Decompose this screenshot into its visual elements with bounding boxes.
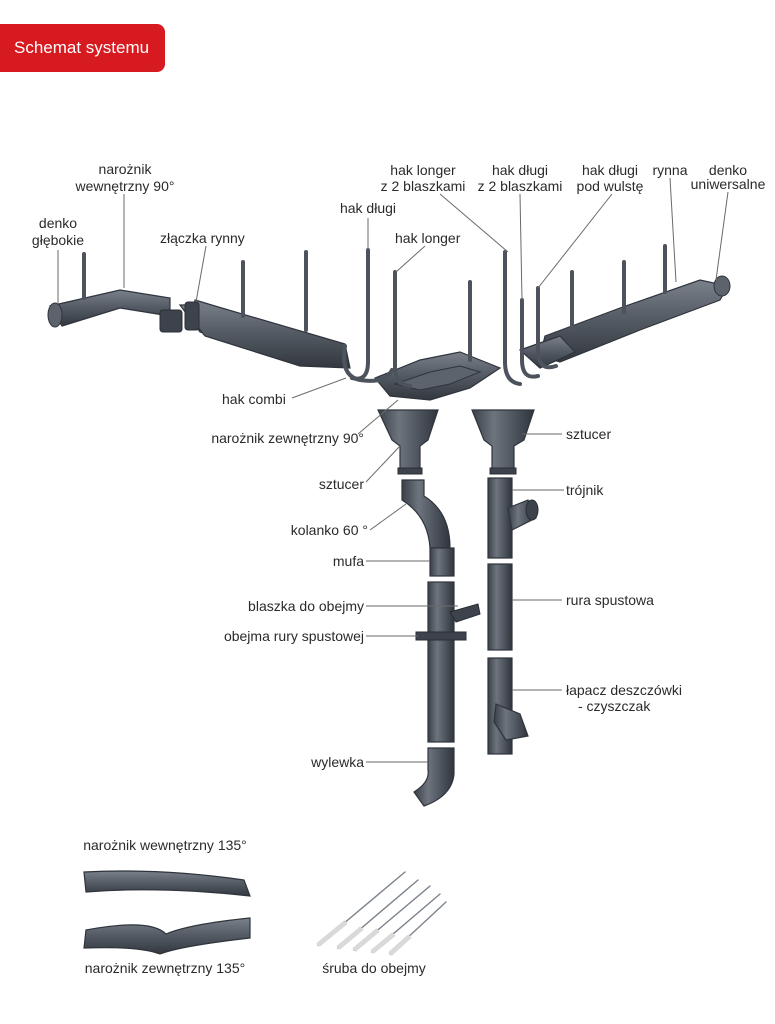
label-hak-dlugi: hak długi: [340, 200, 396, 216]
label-naroznik-wew-90-l1: narożnik: [99, 161, 153, 177]
gutter-assembly: [47, 244, 731, 401]
left-gutter: [49, 289, 171, 327]
label-denko-gl-l1: denko: [39, 215, 77, 231]
outer-corner-135: [83, 917, 251, 955]
left-gutter-main: [191, 299, 351, 369]
label-naroznik-zew-135: narożnik zewnętrzny 135°: [85, 960, 245, 976]
gutter-connector-clip: [184, 301, 200, 331]
label-naroznik-zew-90: narożnik zewnętrzny 90°: [211, 430, 364, 446]
label-sruba: śruba do obejmy: [322, 960, 426, 976]
outlet-right: [471, 409, 535, 471]
outlet-left: [377, 409, 439, 471]
label-wylewka: wylewka: [310, 754, 364, 770]
spout: [413, 747, 455, 807]
deep-end-cap: [47, 302, 63, 328]
label-hak-dlugi-2-l1: hak długi: [492, 162, 548, 178]
socket: [429, 547, 455, 577]
labels: narożnik wewnętrzny 90° denko głębokie z…: [32, 161, 766, 976]
clamp-plate: [449, 603, 481, 623]
right-gutter-front: [518, 335, 577, 369]
label-sztucer-right: sztucer: [566, 426, 611, 442]
downpipe-right: [471, 409, 539, 755]
label-rynna: rynna: [652, 162, 687, 178]
label-hak-combi: hak combi: [222, 391, 286, 407]
downpipe-left: [377, 409, 481, 807]
label-denko-uni-l1: denko: [709, 162, 747, 178]
label-trojnik: trójnik: [566, 482, 604, 498]
label-hak-longer-2-l1: hak longer: [390, 162, 456, 178]
header-title: Schemat systemu: [14, 38, 150, 57]
hooks: [82, 244, 667, 388]
collector-lid: [493, 703, 529, 741]
header-badge: Schemat systemu: [0, 24, 165, 72]
label-obejma: obejma rury spustowej: [224, 628, 364, 644]
outer-corner-inner: [393, 365, 482, 391]
label-sztucer-left: sztucer: [319, 476, 364, 492]
downpipe: [487, 563, 513, 651]
label-hak-longer-2-l2: z 2 blaszkami: [381, 178, 466, 194]
label-hak-dlugi-wul-l2: pod wulstę: [577, 178, 644, 194]
label-hak-longer: hak longer: [395, 230, 461, 246]
label-blaszka: blaszka do obejmy: [248, 598, 364, 614]
label-rura: rura spustowa: [566, 592, 654, 608]
corner-135-pieces: [83, 870, 251, 955]
label-denko-uni-l2: uniwersalne: [691, 176, 766, 192]
universal-end-cap: [713, 275, 731, 297]
leader-lines: [57, 177, 729, 763]
downpipe-main: [427, 581, 455, 743]
label-lapacz-l1: łapacz deszczówki: [566, 682, 682, 698]
pipe-clamp: [415, 631, 467, 641]
inner-corner-135: [83, 870, 251, 897]
label-naroznik-wew-135: narożnik wewnętrzny 135°: [83, 837, 247, 853]
elbow-60: [401, 479, 451, 549]
gutter-connector: [159, 309, 183, 333]
label-naroznik-wew-90-l2: wewnętrzny 90°: [75, 178, 175, 194]
clamp-screws: [316, 871, 447, 956]
label-denko-gl-l2: głębokie: [32, 232, 84, 248]
label-kolanko: kolanko 60 °: [291, 522, 368, 538]
label-hak-dlugi-2-l2: z 2 blaszkami: [478, 178, 563, 194]
label-zlaczka: złączka rynny: [160, 230, 245, 246]
tee: [487, 477, 513, 559]
label-hak-dlugi-wul-l1: hak długi: [582, 162, 638, 178]
label-lapacz-l2: - czyszczak: [578, 698, 651, 714]
label-mufa: mufa: [333, 553, 364, 569]
